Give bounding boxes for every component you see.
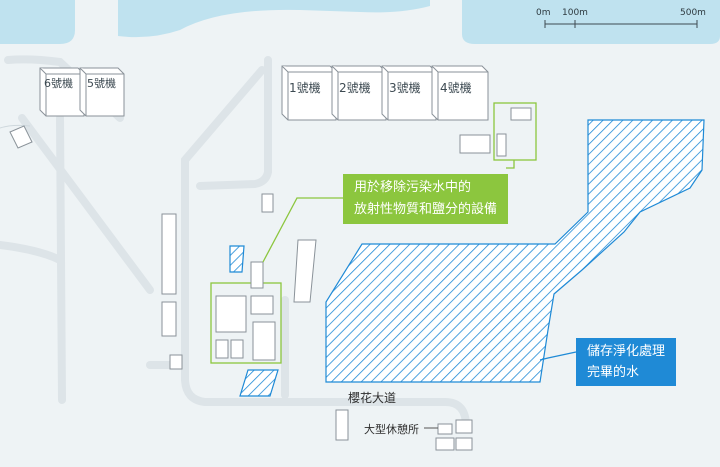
scale-label-0m: 0m xyxy=(536,8,551,18)
unit-3-label: 3號機 xyxy=(389,81,421,95)
treated-water-callout-line1: 儲存淨化處理 xyxy=(587,344,666,359)
sakura-road-label: 櫻花大道 xyxy=(348,391,397,405)
units-5-6 xyxy=(39,67,125,117)
rest-house-label: 大型休憩所 xyxy=(364,423,419,436)
roads xyxy=(0,55,470,430)
unit-6-label: 6號機 xyxy=(44,77,73,90)
unit-5-label: 5號機 xyxy=(87,77,116,90)
misc-buildings xyxy=(9,125,491,451)
treatment-facility-callout: 用於移除污染水中的 放射性物質和鹽分的設備 xyxy=(343,174,509,224)
sea-harbor xyxy=(118,0,430,38)
treatment-facility-callout-line2: 放射性物質和鹽分的設備 xyxy=(354,202,498,217)
callout-leader-green xyxy=(262,160,515,263)
unit-2-label: 2號機 xyxy=(339,81,371,95)
scale-label-500m: 500m xyxy=(680,8,706,18)
treated-water-callout: 儲存淨化處理 完畢的水 xyxy=(576,338,677,386)
treatment-facility-callout-line1: 用於移除污染水中的 xyxy=(354,180,472,195)
unit-4-label: 4號機 xyxy=(440,81,472,95)
scale-label-100m: 100m xyxy=(562,8,588,18)
scale-bar xyxy=(544,20,698,28)
sea-right xyxy=(462,0,720,44)
sea-left xyxy=(0,0,75,44)
treated-water-callout-line2: 完畢的水 xyxy=(587,365,640,380)
callout-leader-blue xyxy=(539,351,577,361)
unit-1-label: 1號機 xyxy=(289,81,321,95)
treatment-facility-area xyxy=(210,102,537,364)
water-storage-tanks xyxy=(229,119,705,397)
treatment-facility-buildings xyxy=(215,107,532,361)
road-edge-left xyxy=(0,124,31,129)
units-1-4 xyxy=(281,65,489,121)
